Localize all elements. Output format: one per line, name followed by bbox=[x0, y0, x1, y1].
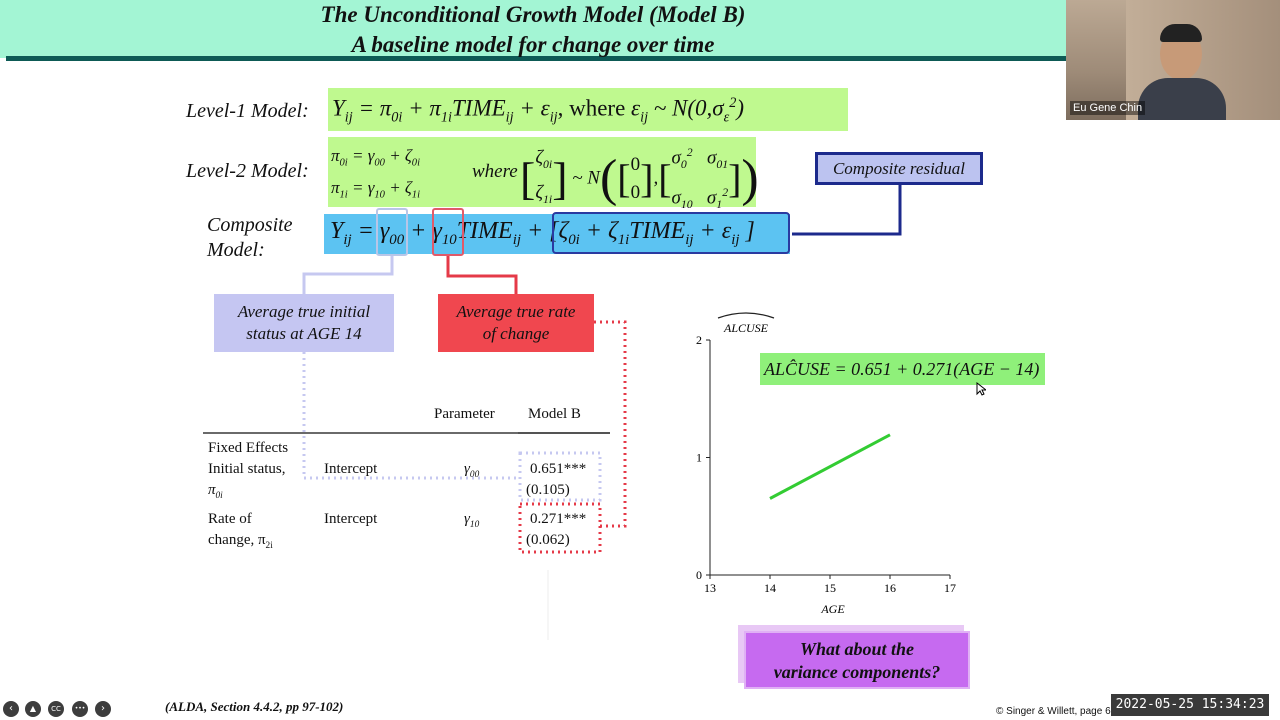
gamma00-highlight bbox=[376, 208, 408, 256]
chart-equation-annotation: ALĈUSE = 0.651 + 0.271(AGE − 14) bbox=[760, 353, 1045, 385]
chart-x-tick-label: 17 bbox=[944, 581, 956, 595]
composite-residual-highlight bbox=[552, 212, 790, 254]
annotate-icon[interactable]: ▲ bbox=[25, 701, 41, 717]
slide-title: The Unconditional Growth Model (Model B) bbox=[320, 2, 746, 27]
table-row-label1: Initial status, bbox=[208, 461, 286, 477]
growth-chart: ALCUSE AGE 13 14 15 16 17 0 1 2 bbox=[696, 312, 956, 616]
table-row-term: Intercept bbox=[324, 511, 378, 527]
copyright: © Singer & Willett, page 6 bbox=[996, 706, 1111, 717]
table-row-estimate: 0.651*** bbox=[530, 461, 587, 477]
participant-name: Eu Gene Chin bbox=[1070, 101, 1146, 115]
chart-x-tick-label: 15 bbox=[824, 581, 836, 595]
closed-caption-icon[interactable]: CC bbox=[48, 701, 64, 717]
back-icon[interactable]: ‹ bbox=[3, 701, 19, 717]
title-rule bbox=[6, 56, 1066, 61]
chart-x-tick-label: 14 bbox=[764, 581, 776, 595]
recording-timestamp: 2022-05-25 15:34:23 bbox=[1111, 694, 1269, 716]
avg-initial-status-label: Average true initial status at AGE 14 bbox=[214, 294, 394, 352]
level1-where: , where bbox=[557, 95, 626, 121]
webcam-shirt bbox=[1138, 78, 1226, 120]
table-row-param: γ10 bbox=[464, 511, 480, 530]
table-header-parameter: Parameter bbox=[434, 406, 495, 422]
webcam-hair bbox=[1160, 24, 1202, 42]
avg-rate-of-change-label: Average true rate of change bbox=[438, 294, 594, 352]
composite-residual-label: Composite residual bbox=[815, 152, 983, 185]
table-row-param: γ00 bbox=[464, 461, 480, 480]
table-row-se: (0.105) bbox=[526, 482, 570, 498]
question-line1: What about the bbox=[799, 639, 915, 659]
chart-series-line bbox=[769, 433, 891, 500]
avg-rate-line2: of change bbox=[482, 324, 550, 343]
gamma10-highlight bbox=[432, 208, 464, 256]
chart-y-label: ALCUSE bbox=[723, 321, 769, 335]
title-band bbox=[0, 0, 1066, 58]
variance-components-question: What about the variance components? bbox=[744, 631, 970, 689]
composite-label-line1: Composite bbox=[207, 214, 293, 236]
slide-subtitle: A baseline model for change over time bbox=[351, 32, 715, 57]
chart-x-label: AGE bbox=[820, 602, 845, 616]
citation: (ALDA, Section 4.4.2, pp 97-102) bbox=[165, 699, 344, 714]
table-row-term: Intercept bbox=[324, 461, 378, 477]
level2-eq-line2: π1i = γ10 + ζ1i bbox=[331, 178, 420, 201]
question-line2: variance components? bbox=[773, 662, 941, 682]
mouse-cursor-icon bbox=[976, 382, 986, 396]
chart-y-tick-label: 2 bbox=[696, 333, 702, 347]
table-row-estimate: 0.271*** bbox=[530, 511, 587, 527]
chart-x-tick-label: 13 bbox=[704, 581, 716, 595]
avg-rate-line1: Average true rate bbox=[456, 302, 576, 321]
table-row-se: (0.062) bbox=[526, 532, 570, 548]
level2-where: where bbox=[472, 161, 518, 182]
level1-label: Level-1 Model: bbox=[186, 100, 309, 122]
composite-equation-band bbox=[324, 214, 790, 254]
table-row-label2: change, π2i bbox=[208, 532, 273, 551]
chart-y-label-hat bbox=[717, 312, 775, 319]
composite-equation: Yij = γ00 + γ10TIMEij + [ζ0i + ζ1iTIMEij… bbox=[330, 218, 755, 248]
level2-label: Level-2 Model: bbox=[186, 160, 309, 182]
table-row-label1: Rate of bbox=[208, 511, 252, 527]
level2-equation-box: π0i = γ00 + ζ0i π1i = γ10 + ζ1i where [ζ… bbox=[328, 137, 759, 211]
avg-initial-line1: Average true initial bbox=[237, 302, 371, 321]
level1-equation-box: Yij = π0i + π1iTIMEij + εij, where εij ~… bbox=[328, 88, 848, 131]
avg-initial-line2: status at AGE 14 bbox=[246, 324, 362, 343]
level2-eq-line1: π0i = γ00 + ζ0i bbox=[331, 146, 420, 169]
chart-x-tick-label: 16 bbox=[884, 581, 896, 595]
connector-lines bbox=[203, 185, 902, 640]
composite-label-line2: Model: bbox=[207, 239, 265, 261]
level1-equation: Yij = π0i + π1iTIMEij + εij, where εij ~… bbox=[332, 95, 745, 126]
chart-y-tick-label: 1 bbox=[696, 451, 702, 465]
chart-y-tick-label: 0 bbox=[696, 568, 702, 582]
table-section-fixed: Fixed Effects bbox=[208, 440, 289, 456]
webcam-video[interactable]: Eu Gene Chin bbox=[1066, 0, 1280, 120]
more-options-icon[interactable]: ••• bbox=[72, 701, 88, 717]
forward-icon[interactable]: › bbox=[95, 701, 111, 717]
table-header-model: Model B bbox=[528, 406, 581, 422]
table-row-label2: π0i bbox=[208, 482, 223, 501]
